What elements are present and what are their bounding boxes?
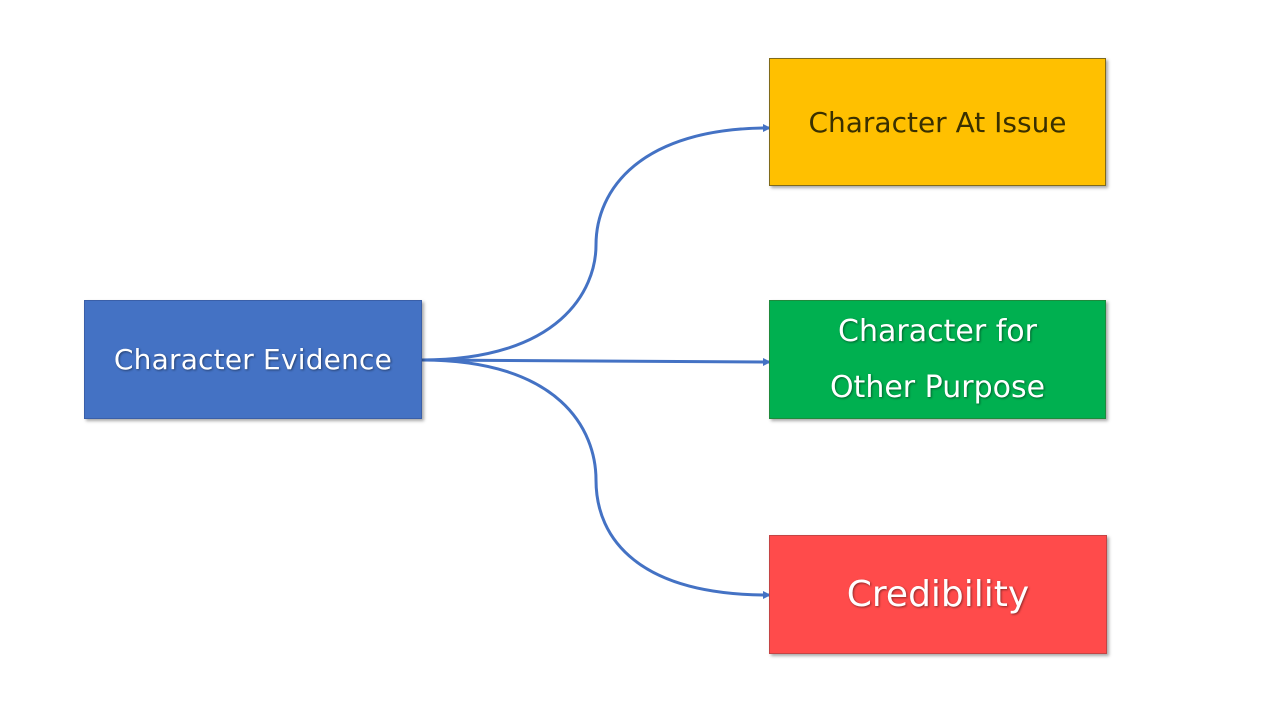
node-credibility: Credibility	[769, 535, 1107, 654]
node-label: Character for Other Purpose	[830, 304, 1045, 416]
node-label: Character Evidence	[113, 343, 393, 376]
connector-to-character-at-issue	[421, 124, 771, 362]
node-character-at-issue: Character At Issue	[769, 58, 1106, 186]
connector-to-character-for-other-purpose	[421, 357, 771, 366]
node-label: Credibility	[846, 574, 1030, 615]
node-character-for-other-purpose: Character for Other Purpose	[769, 300, 1106, 419]
node-label-line-2: Other Purpose	[829, 369, 1046, 405]
node-character-evidence: Character Evidence	[84, 300, 422, 419]
node-label-line-1: Character for	[838, 313, 1037, 349]
connector-to-credibility	[421, 358, 771, 599]
node-label: Character At Issue	[808, 105, 1067, 139]
